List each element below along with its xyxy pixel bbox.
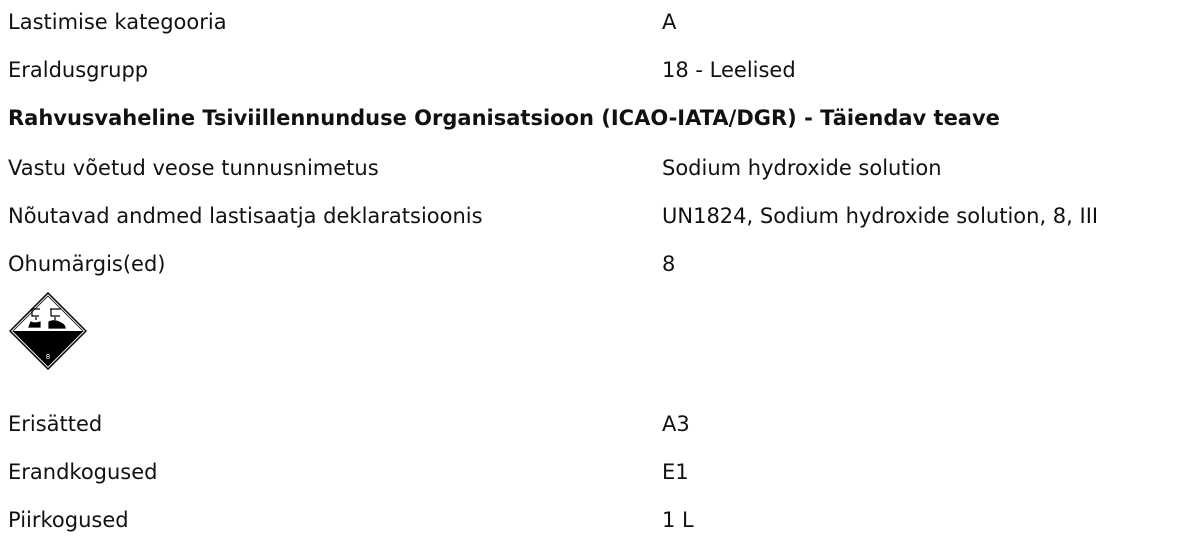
row-label: Lastimise kategooria bbox=[8, 10, 227, 34]
row-value: 1 L bbox=[662, 508, 694, 532]
corrosive-class-8-diamond-icon: 8 bbox=[9, 292, 87, 370]
row-proper-shipping-name: Vastu võetud veose tunnusnimetus Sodium … bbox=[8, 148, 1183, 188]
row-segregation-group: Eraldusgrupp 18 - Leelised bbox=[8, 50, 1183, 90]
class-number: 8 bbox=[46, 353, 50, 361]
section-heading-icao-iata: Rahvusvaheline Tsiviillennunduse Organis… bbox=[8, 106, 1000, 130]
row-excepted-quantities: Erandkogused E1 bbox=[8, 452, 1183, 492]
row-label: Eraldusgrupp bbox=[8, 58, 149, 82]
row-value: 8 bbox=[662, 252, 676, 276]
row-label: Nõutavad andmed lastisaatja deklaratsioo… bbox=[8, 204, 483, 228]
row-hazard-labels: Ohumärgis(ed) 8 bbox=[8, 244, 1183, 284]
row-limited-quantities: Piirkogused 1 L bbox=[8, 500, 1183, 540]
row-shipper-declaration-data: Nõutavad andmed lastisaatja deklaratsioo… bbox=[8, 196, 1183, 236]
row-value: A3 bbox=[662, 412, 690, 436]
row-label: Erandkogused bbox=[8, 460, 158, 484]
row-value: A bbox=[662, 10, 677, 34]
row-label: Erisätted bbox=[8, 412, 103, 436]
row-label: Ohumärgis(ed) bbox=[8, 252, 166, 276]
row-label: Piirkogused bbox=[8, 508, 129, 532]
row-special-provisions: Erisätted A3 bbox=[8, 404, 1183, 444]
row-label: Vastu võetud veose tunnusnimetus bbox=[8, 156, 379, 180]
row-loading-category: Lastimise kategooria A bbox=[8, 2, 1183, 42]
row-value: UN1824, Sodium hydroxide solution, 8, II… bbox=[662, 204, 1099, 228]
row-value: Sodium hydroxide solution bbox=[662, 156, 942, 180]
row-value: 18 - Leelised bbox=[662, 58, 796, 82]
row-value: E1 bbox=[662, 460, 689, 484]
